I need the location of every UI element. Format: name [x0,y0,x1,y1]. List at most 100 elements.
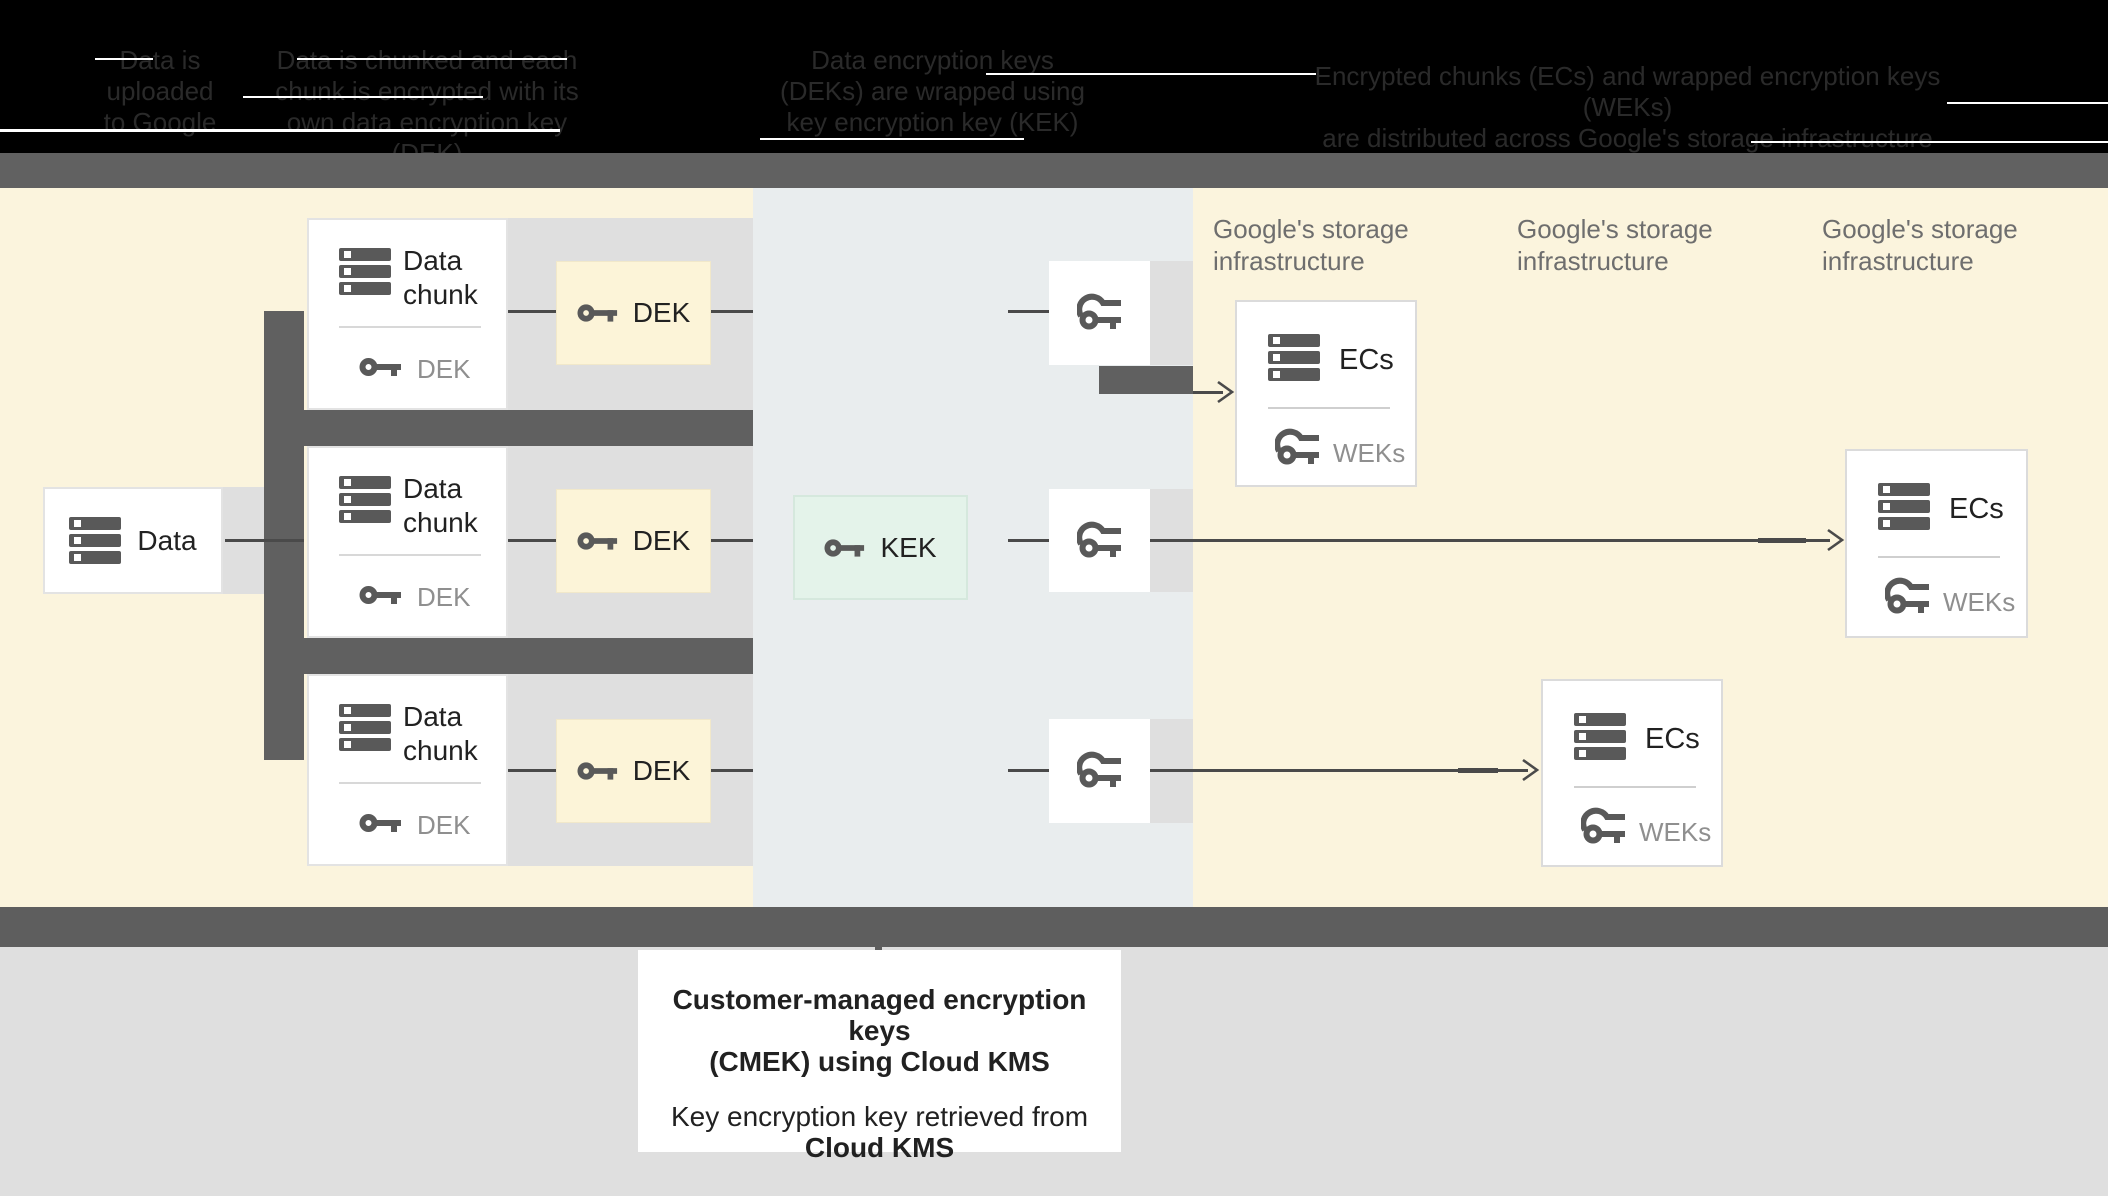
header-step-3-line: (DEKs) are wrapped using [780,76,1085,106]
dek-label: DEK [632,297,691,328]
header-glitch-line [760,138,1024,140]
key-icon [577,762,617,780]
storage-infrastructure-label: Google's storage infrastructure [1517,214,1713,276]
header-step-4: Encrypted chunks (ECs) and wrapped encry… [1295,61,1960,154]
fanout-horizontal-bar [264,410,753,446]
caption-line: Customer-managed encryption keys [672,984,1087,1046]
divider [339,554,481,556]
header-step-4-line: are distributed across Google's storage … [1322,123,1933,153]
wrapped-key-box [1049,489,1150,592]
key-icon [359,358,401,376]
chunk-dek-label: DEK [417,582,471,612]
divider [339,782,481,784]
header-step-1: Data is uploaded to Google [55,45,265,138]
header-glitch-line [1751,141,2108,143]
key-icon [577,532,617,550]
arrowhead-icon [1827,528,1845,552]
header-step-4-line: Encrypted chunks (ECs) and wrapped encry… [1314,61,1941,122]
key-icon [359,586,401,604]
connector-line [1008,310,1049,313]
data-chunk-title: Data chunk [403,701,478,766]
arrowhead-icon [1522,758,1540,782]
data-box-label: Data [137,524,197,556]
ecs-label: ECs [1339,344,1394,376]
data-chunk-title: Data chunk [403,473,478,538]
ecs-label: ECs [1645,723,1700,755]
connector-line [1008,769,1049,772]
connector-line [225,539,304,542]
wrapped-key-box [1049,719,1150,823]
data-chunk-box: Data chunk DEK [307,674,508,866]
key-icon [824,538,865,557]
data-chunk-box: Data chunk DEK [307,218,508,410]
caption-line: Key encryption key retrieved from [670,1101,1089,1132]
wrapped-key-icon [1076,521,1121,557]
divider [1878,556,2000,558]
chunk-dek-label: DEK [417,810,471,840]
header-glitch-line [986,73,1316,75]
connector-line [711,310,753,313]
weks-label: WEKs [1333,438,1406,468]
arrow-line [1193,391,1223,394]
top-divider-band [0,153,2108,188]
key-icon [359,814,401,832]
data-icon [339,476,391,523]
storage-infrastructure-label: Google's storage infrastructure [1822,214,2018,276]
wrapped-key-icon [1581,807,1625,844]
data-chunk-title: Data chunk [403,245,478,310]
header-step-1-line: uploaded [106,76,214,106]
header-step-3-line: Data encryption keys [811,45,1054,75]
divider [1574,786,1696,788]
arrowhead-icon [1217,380,1235,404]
caption-line: Cloud KMS [804,1132,955,1163]
wrapped-key-icon [1076,751,1121,788]
dek-label: DEK [632,525,691,556]
ecs-box: ECs WEKs [1541,679,1723,867]
kek-box: KEK [793,495,968,600]
header-glitch-line [297,58,567,60]
data-box: Data [43,487,223,594]
key-icon [577,304,617,322]
header-step-2-line: Data is chunked and each [276,45,578,75]
header-glitch-line [0,129,560,132]
wek-thick-connector [1099,366,1193,394]
connector-line [508,769,556,772]
data-icon [1268,334,1320,381]
header-step-1-line: Data is [119,45,201,75]
connector-line [508,310,556,313]
header-step-2-line: chunk is encrypted with its [275,76,579,106]
caption-box: Customer-managed encryption keys (CMEK) … [638,950,1121,1163]
data-icon [1878,483,1930,530]
data-icon [1574,713,1626,760]
header-band: Data is uploaded to Google Data is chunk… [0,0,2108,168]
divider [1268,407,1390,409]
fanout-horizontal-bar [264,638,753,674]
ecs-box: ECs WEKs [1235,300,1417,487]
header-step-3-line: key encryption key (KEK) [786,107,1079,137]
kek-label: KEK [880,531,937,563]
dek-label: DEK [632,755,691,786]
bottom-divider-band [0,907,2108,947]
wrapped-key-icon [1076,293,1121,330]
arrow-line [1150,539,1830,542]
data-icon [69,517,122,564]
ecs-label: ECs [1949,493,2004,525]
caption-pointer-notch [875,946,882,953]
weks-label: WEKs [1639,817,1712,847]
connector-line [711,539,753,542]
caption-line: (CMEK) using Cloud KMS [709,1046,1050,1077]
header-step-3: Data encryption keys (DEKs) are wrapped … [735,45,1130,138]
weks-label: WEKs [1943,587,2016,617]
connector-line [1008,539,1049,542]
arrow-line-thick-segment [1458,768,1498,773]
header-step-1-line: to Google [103,107,217,137]
header-glitch-line [243,96,483,98]
arrow-line-thick-segment [1758,538,1806,543]
header-step-2: Data is chunked and each chunk is encryp… [262,45,592,169]
key-shadow-band [1150,261,1193,365]
dek-box: DEK [556,719,711,823]
chunk-dek-label: DEK [417,354,471,384]
wrapped-key-icon [1275,428,1319,465]
wrapped-key-box [1049,261,1150,365]
